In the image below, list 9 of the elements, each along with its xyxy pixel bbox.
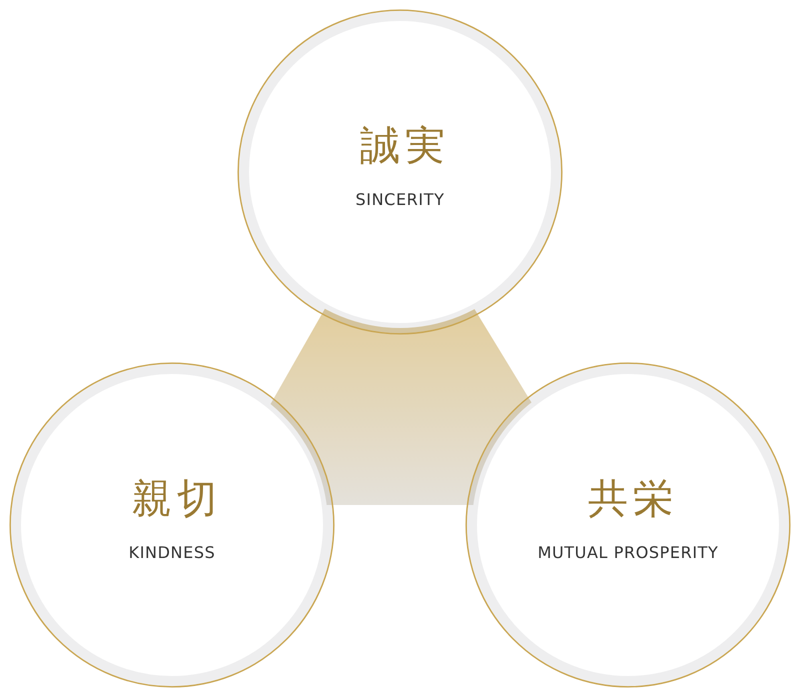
english-subtitle: SINCERITY: [356, 190, 444, 210]
circle-node: [465, 362, 791, 688]
kanji-title: 共栄: [587, 475, 678, 523]
english-subtitle: KINDNESS: [128, 543, 216, 563]
kanji-title: 誠実: [359, 122, 450, 170]
kanji-title: 親切: [131, 475, 222, 523]
english-subtitle: MUTUAL PROSPERITY: [538, 543, 718, 563]
circle-node: [237, 9, 563, 335]
circle-node: [9, 362, 335, 688]
